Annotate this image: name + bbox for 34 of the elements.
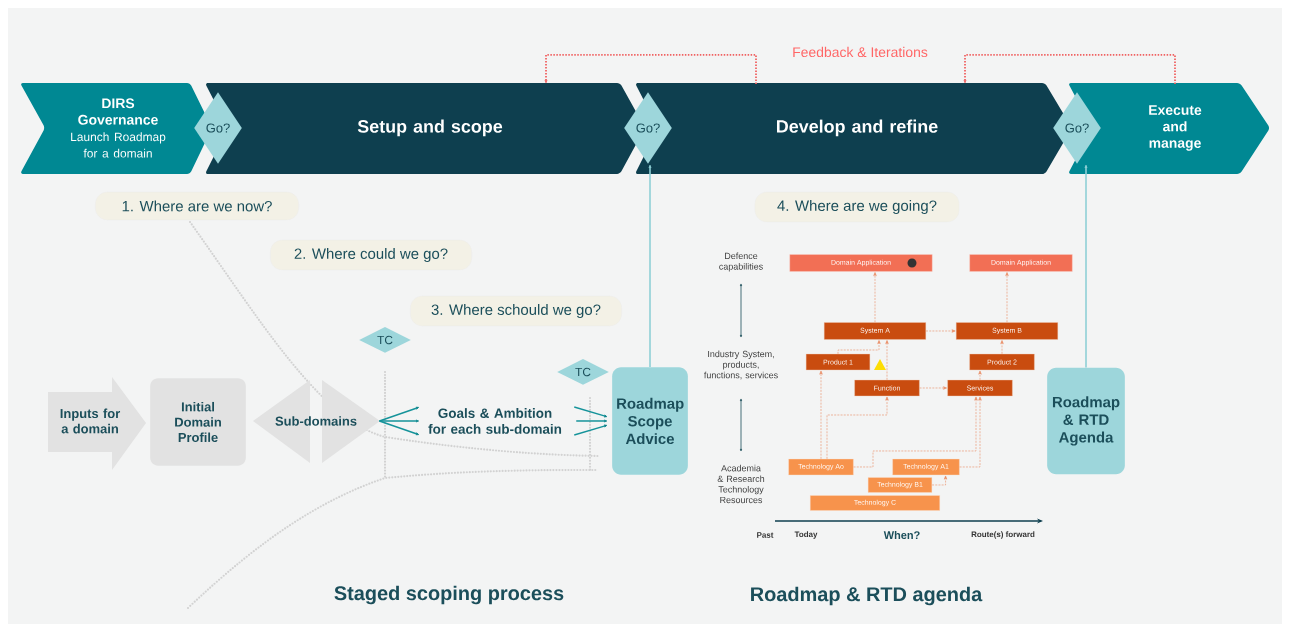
goal-text: Goals & Ambition for each sub-domain — [428, 408, 562, 434]
arrow — [885, 340, 889, 381]
section-title: Roadmap & RTD agenda — [751, 586, 983, 606]
section-title: Staged scoping process — [334, 585, 564, 605]
row-label: Industry System, products, functions, services — [704, 350, 778, 380]
arrow — [1084, 164, 1088, 369]
arrow — [1005, 272, 1009, 323]
arrow — [853, 396, 978, 468]
advice-box: Roadmap Scope Advice — [612, 367, 688, 475]
arrow — [1000, 340, 1004, 355]
question-bubble: 4. Where are we going? — [754, 191, 960, 223]
section-title: Feedback & Iterations — [793, 46, 928, 58]
arrow — [819, 370, 823, 460]
arrow — [873, 272, 877, 323]
arrow — [648, 164, 652, 368]
arrow — [931, 475, 948, 486]
arrow — [925, 329, 956, 333]
row-label: Defence capabilities — [719, 252, 763, 272]
arrow — [978, 370, 982, 381]
question-bubble: 1. Where are we now? — [95, 191, 299, 221]
arrow — [959, 396, 982, 468]
agenda-box: Roadmap & RTD Agenda — [1047, 367, 1125, 475]
arrow — [837, 340, 881, 355]
arrow — [573, 406, 608, 436]
arrow — [378, 406, 420, 436]
arrow — [544, 54, 757, 85]
process-box: Initial Domain Profile — [150, 378, 246, 466]
question-bubble: 2. Where could we go? — [270, 239, 472, 271]
row-label: Academia & Research Technology Resources — [717, 464, 765, 504]
axis-label: When? — [883, 530, 920, 539]
question-bubble: 3. Where schould we go? — [410, 295, 622, 327]
arrow — [919, 386, 947, 390]
arrow — [963, 54, 1176, 85]
arrow — [826, 396, 889, 460]
